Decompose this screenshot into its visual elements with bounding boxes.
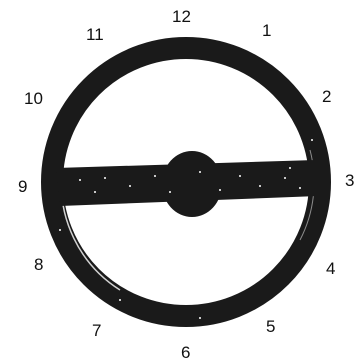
clock-number-6: 6 (181, 344, 190, 361)
clock-number-9: 9 (18, 178, 27, 195)
clock-number-4: 4 (326, 260, 335, 277)
clock-number-8: 8 (34, 256, 43, 273)
clock-number-7: 7 (92, 322, 101, 339)
clock-number-11: 11 (86, 26, 104, 43)
wheel-hub (162, 151, 222, 217)
clock-number-3: 3 (345, 172, 354, 189)
clock-number-1: 1 (262, 22, 271, 39)
clock-number-12: 12 (172, 8, 191, 25)
clock-number-2: 2 (322, 88, 331, 105)
clock-number-10: 10 (24, 90, 43, 107)
clock-number-5: 5 (266, 318, 275, 335)
